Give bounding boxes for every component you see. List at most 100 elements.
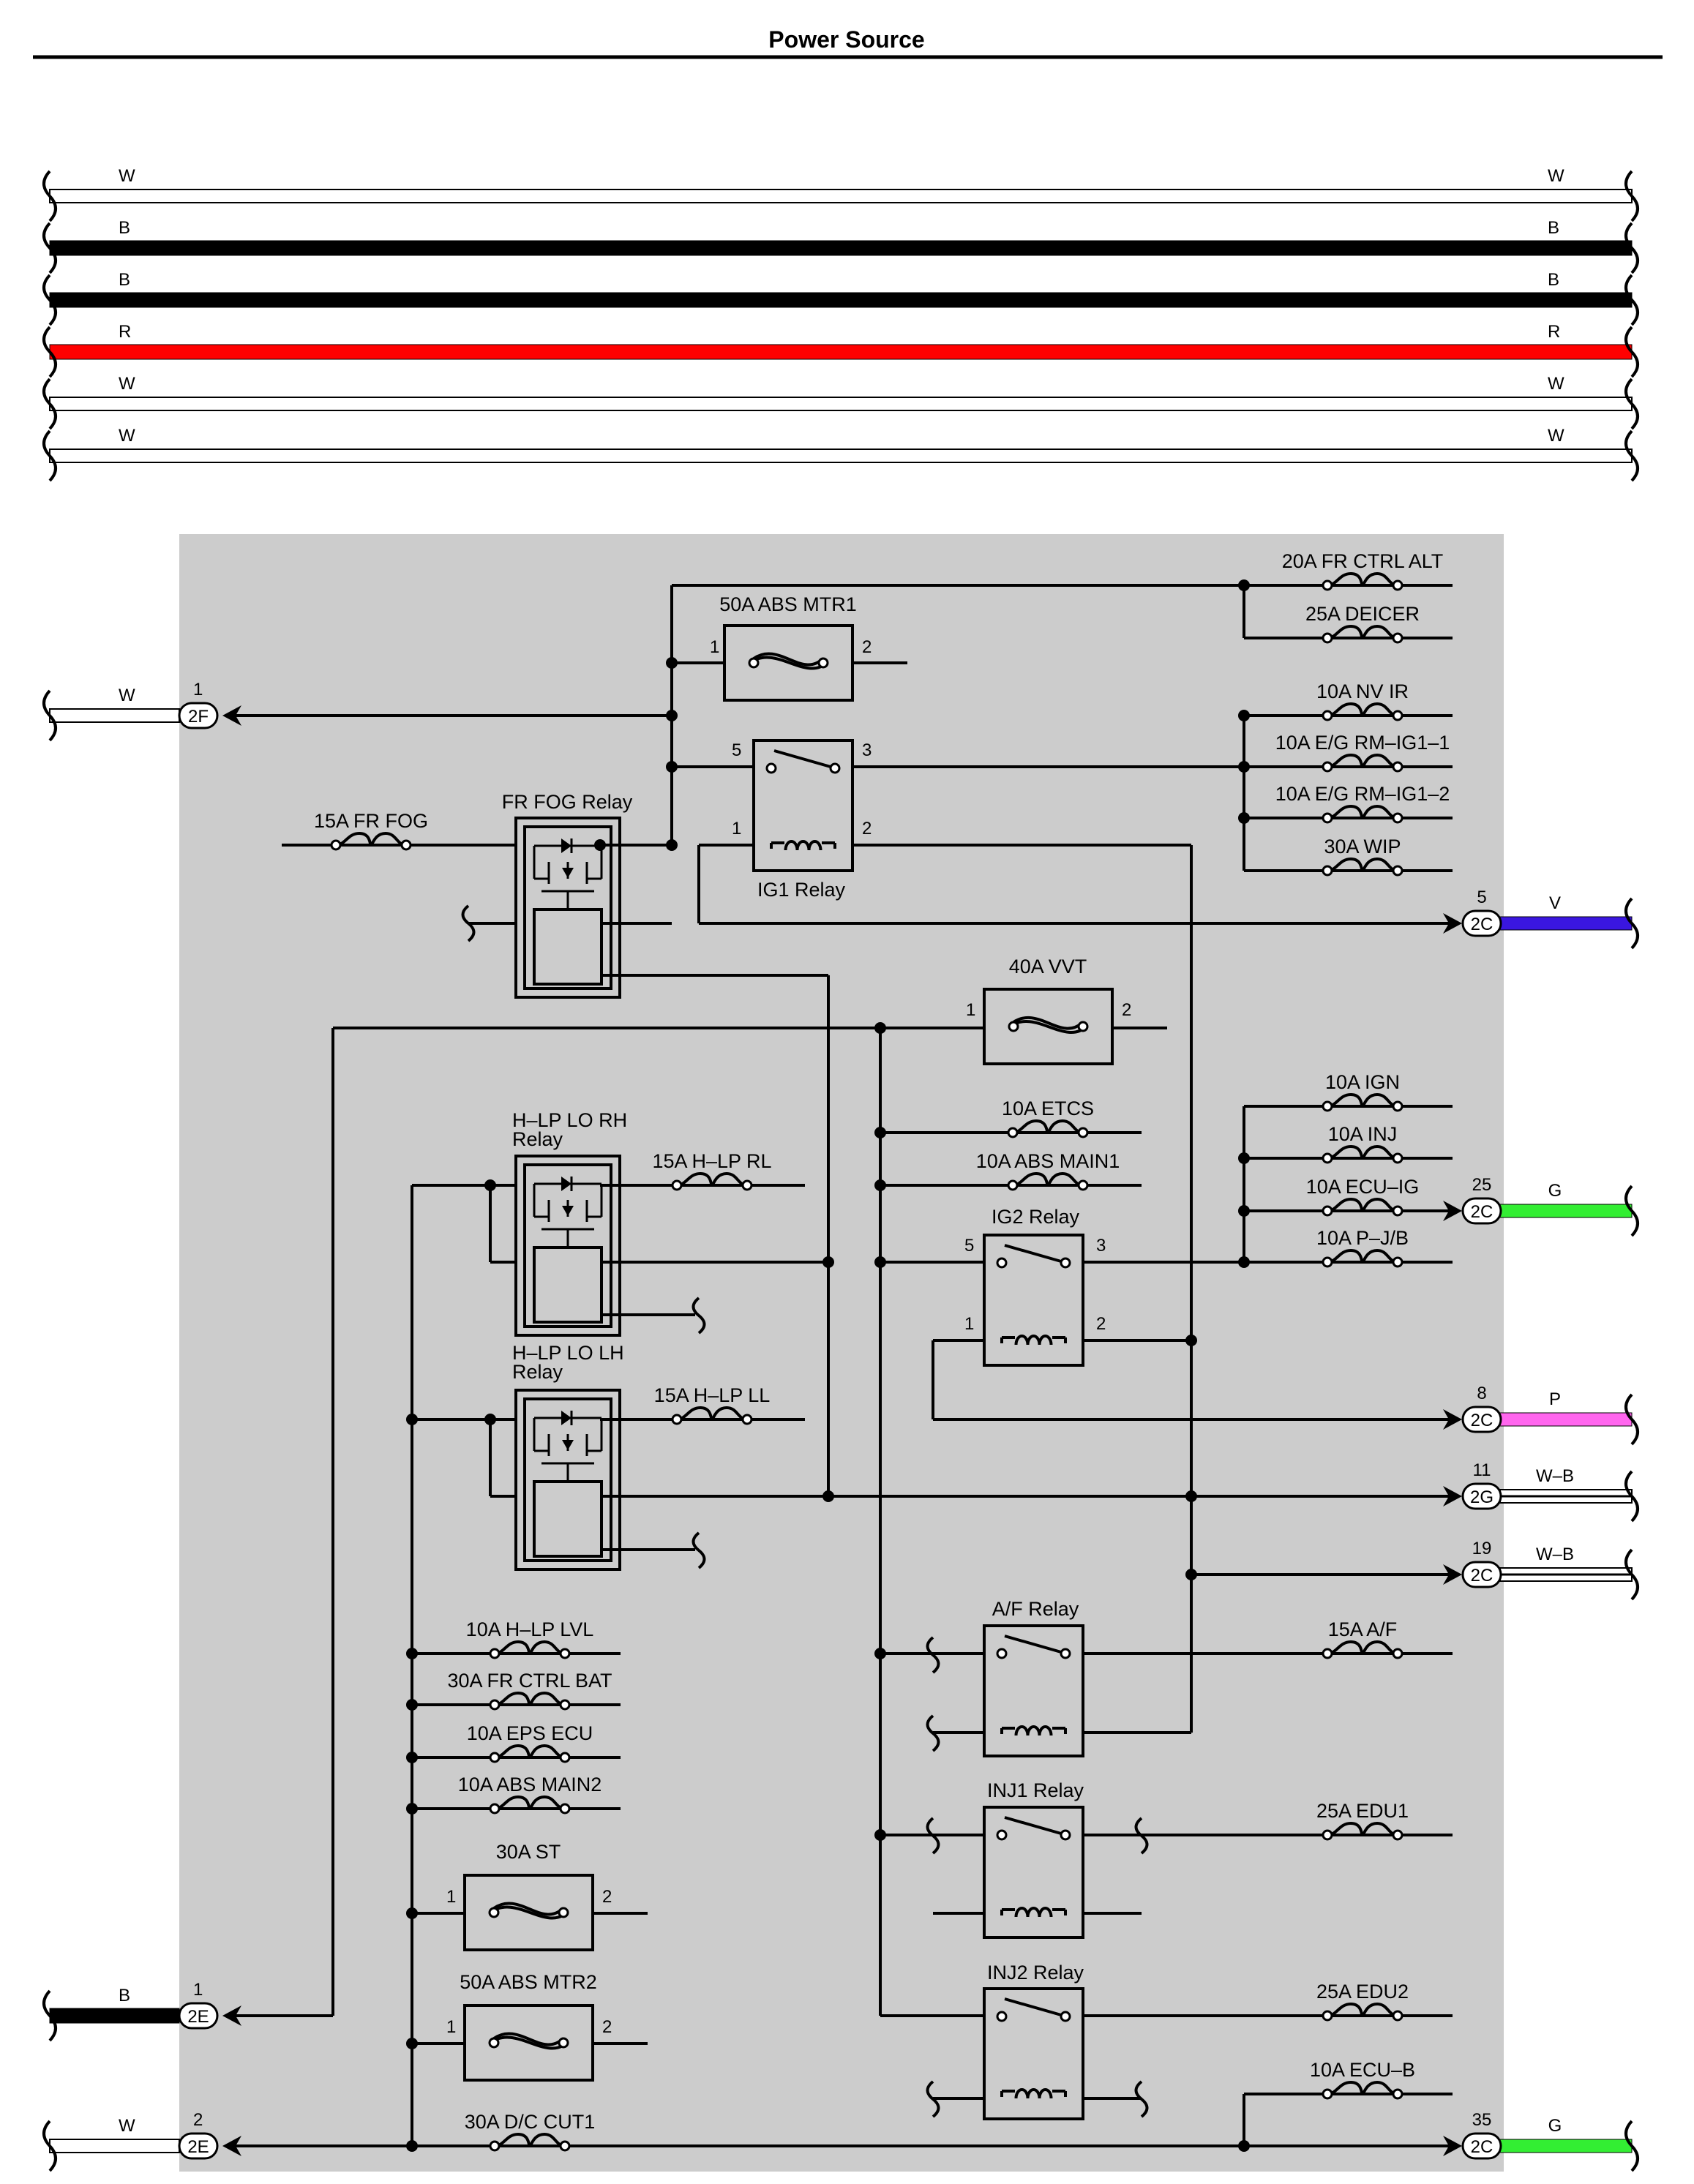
fr-fog-relay-label: FR FOG Relay bbox=[502, 791, 633, 813]
junction-dot bbox=[874, 1022, 886, 1034]
fuse-ecu-b: 10A ECU–B bbox=[1310, 2059, 1415, 2100]
svg-text:1: 1 bbox=[710, 637, 719, 657]
fuse-abs-main1: 10A ABS MAIN1 bbox=[976, 1150, 1120, 1191]
fuse-label: 15A H–LP LL bbox=[654, 1384, 771, 1406]
fuse-label: 10A H–LP LVL bbox=[466, 1618, 594, 1640]
fuse-label: 15A A/F bbox=[1328, 1618, 1398, 1640]
connector-code: 2C bbox=[1471, 1202, 1494, 1222]
fuse-inj: 10A INJ bbox=[1322, 1123, 1403, 1164]
fuse-ign: 10A IGN bbox=[1322, 1071, 1403, 1112]
junction-dot bbox=[1238, 812, 1250, 824]
svg-text:3: 3 bbox=[862, 740, 872, 760]
junction-dot bbox=[406, 1699, 418, 1711]
junction-dot bbox=[1185, 1569, 1197, 1580]
fuse-label: 10A P–J/B bbox=[1316, 1227, 1409, 1249]
fuse-hlp-lvl: 10A H–LP LVL bbox=[466, 1618, 594, 1659]
fuse-label: 30A D/C CUT1 bbox=[465, 2111, 596, 2133]
connector-code: 2E bbox=[187, 2137, 209, 2157]
svg-text:2: 2 bbox=[1122, 1000, 1131, 1020]
junction-dots bbox=[406, 579, 1250, 2152]
hlp-lo-lh-relay-label-2: Relay bbox=[512, 1361, 563, 1383]
inj2-relay bbox=[983, 1987, 1084, 2120]
pin-number: 19 bbox=[1472, 1539, 1492, 1558]
junction-dot bbox=[1238, 710, 1250, 721]
fusible-link-vvt: 40A VVT 1 2 bbox=[966, 956, 1131, 1065]
svg-text:2: 2 bbox=[862, 637, 872, 657]
fusible-link-abs-mtr1: 50A ABS MTR1 1 2 bbox=[710, 593, 872, 702]
fuse-label: 15A H–LP RL bbox=[652, 1150, 771, 1172]
fuse-label: 20A FR CTRL ALT bbox=[1282, 550, 1444, 572]
junction-dot bbox=[874, 1829, 886, 1841]
connector-2C-35: 2C 35 G bbox=[1443, 2110, 1639, 2172]
junction-dot bbox=[666, 839, 678, 851]
junction-dot bbox=[406, 2038, 418, 2049]
pin-number: 11 bbox=[1473, 1460, 1491, 1480]
connector-code: 2F bbox=[188, 707, 209, 727]
junction-dot bbox=[822, 1256, 834, 1268]
fuse-eps-ecu: 10A EPS ECU bbox=[467, 1722, 593, 1763]
junction-dot bbox=[1238, 1256, 1250, 1268]
fuse-label: 10A ECU–IG bbox=[1306, 1176, 1420, 1198]
connector-code: 2C bbox=[1471, 2137, 1494, 2157]
fuse-fr-fog: 15A FR FOG bbox=[314, 810, 428, 851]
pin-number: 5 bbox=[1477, 888, 1486, 907]
svg-text:1: 1 bbox=[964, 1314, 974, 1334]
junction-dot bbox=[1238, 1152, 1250, 1164]
bus-wire-left-label: B bbox=[119, 218, 130, 238]
inj1-relay bbox=[983, 1806, 1084, 1939]
junction-dot bbox=[484, 1179, 496, 1191]
fuse-label: 10A EPS ECU bbox=[467, 1722, 593, 1744]
fuse-label: 30A WIP bbox=[1324, 836, 1401, 858]
hlp-lo-lh-relay bbox=[514, 1389, 621, 1571]
junction-dot bbox=[874, 1256, 886, 1268]
pin-number: 25 bbox=[1472, 1175, 1492, 1195]
fuse-label: 10A ETCS bbox=[1002, 1097, 1094, 1119]
fuse-fr-ctrl-bat: 30A FR CTRL BAT bbox=[447, 1670, 612, 1711]
connector-code: 2C bbox=[1471, 1411, 1494, 1430]
junction-dot bbox=[406, 1907, 418, 1919]
fuse-nv-ir: 10A NV IR bbox=[1316, 680, 1409, 721]
fuse-label: 15A FR FOG bbox=[314, 810, 428, 832]
bus-wire-right-label: B bbox=[1548, 270, 1559, 290]
bus-wire-right-label: W bbox=[1548, 166, 1564, 186]
junction-dot bbox=[1238, 579, 1250, 591]
pin-number: 35 bbox=[1472, 2110, 1492, 2130]
fusible-link-abs-mtr2: 50A ABS MTR2 1 2 bbox=[446, 1971, 612, 2082]
junction-dot bbox=[666, 657, 678, 669]
fuse-etcs: 10A ETCS bbox=[1002, 1097, 1094, 1138]
af-relay-label: A/F Relay bbox=[992, 1598, 1079, 1620]
junction-dot bbox=[666, 761, 678, 773]
fuse-label: 10A ABS MAIN2 bbox=[458, 1774, 602, 1795]
pin-number: 8 bbox=[1477, 1384, 1486, 1403]
wire-color-label: G bbox=[1548, 2116, 1562, 2136]
fuse-label: 10A ABS MAIN1 bbox=[976, 1150, 1120, 1172]
connector-code: 2E bbox=[187, 2007, 209, 2027]
fr-fog-relay bbox=[514, 817, 621, 999]
bus-wire-right-label: W bbox=[1548, 426, 1564, 446]
ig2-relay bbox=[983, 1234, 1084, 1367]
fuse-fr-ctrl-alt: 20A FR CTRL ALT bbox=[1282, 550, 1444, 591]
wire-color-label: G bbox=[1548, 1181, 1562, 1201]
fuse-eg-rm-ig1-1: 10A E/G RM–IG1–1 bbox=[1275, 732, 1450, 773]
bus-wire-left-label: W bbox=[119, 426, 135, 446]
hlp-lo-lh-relay-label: H–LP LO LH bbox=[512, 1342, 624, 1364]
ig2-relay-label: IG2 Relay bbox=[992, 1206, 1080, 1228]
junction-dot bbox=[1185, 1335, 1197, 1346]
junction-dot bbox=[1238, 761, 1250, 773]
junction-dot bbox=[822, 1490, 834, 1502]
wire-color-label: V bbox=[1549, 893, 1561, 913]
junction-dot bbox=[406, 1803, 418, 1815]
fuse-p-jb: 10A P–J/B bbox=[1316, 1227, 1409, 1268]
fuse-hlp-ll: 15A H–LP LL bbox=[654, 1384, 771, 1425]
fuse-edu2: 25A EDU2 bbox=[1316, 1981, 1409, 2022]
